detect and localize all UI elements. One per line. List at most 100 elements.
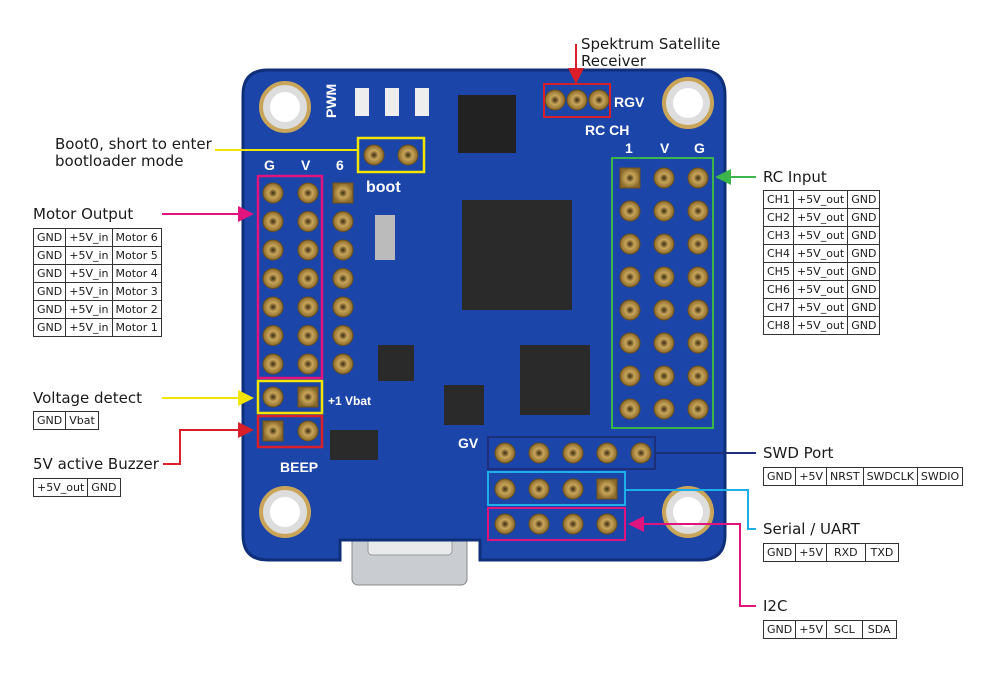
uart-line xyxy=(625,489,756,530)
cell: GND xyxy=(847,244,881,263)
header-pin xyxy=(332,182,354,204)
cell: Motor 2 xyxy=(111,300,162,319)
silk-g2: G xyxy=(694,140,705,156)
cell: +5V_in xyxy=(65,282,113,301)
cell: SWDIO xyxy=(916,467,964,486)
header-pin xyxy=(332,239,354,261)
buzzer-box xyxy=(256,414,324,449)
header-pin xyxy=(332,325,354,346)
cell: GND xyxy=(32,264,67,283)
silk-g: G xyxy=(264,157,275,173)
silk-gv: GV xyxy=(458,435,479,451)
cell: Motor 5 xyxy=(111,246,162,265)
cell: GND xyxy=(847,280,881,299)
header-pin xyxy=(619,299,641,321)
cell: GND xyxy=(32,246,67,265)
cell: GND xyxy=(32,300,67,319)
cell: GND xyxy=(87,478,121,497)
header-pin xyxy=(619,266,641,288)
header-pin xyxy=(297,268,319,289)
cell: Motor 3 xyxy=(111,282,162,301)
cell: +5V_in xyxy=(65,264,113,283)
chip xyxy=(458,95,516,153)
header-pin xyxy=(562,478,584,500)
uart-box xyxy=(487,471,626,506)
header-pin xyxy=(653,266,675,288)
cell: NRST xyxy=(825,467,864,486)
silk-rcch: RC CH xyxy=(585,122,629,138)
header-pin xyxy=(566,89,588,111)
cell: SWDCLK xyxy=(862,467,918,486)
header-pin xyxy=(687,167,709,189)
cell: +5V_out xyxy=(792,280,849,299)
cell: GND xyxy=(762,620,797,639)
i2c-box xyxy=(487,507,626,541)
silk-1: 1 xyxy=(625,140,633,156)
cell: CH2 xyxy=(763,208,794,227)
cell: GND xyxy=(847,190,881,209)
voltage-detect-title: Voltage detect xyxy=(33,389,143,407)
header-pin xyxy=(687,299,709,321)
cell: +5V_out xyxy=(792,262,849,281)
header-pin xyxy=(297,353,319,375)
header-pin xyxy=(494,442,516,464)
header-pin xyxy=(596,442,618,464)
header-pin xyxy=(653,233,675,255)
silk-v: V xyxy=(301,157,311,173)
cell: +5V_in xyxy=(65,300,113,319)
cell: +5V_out xyxy=(792,190,849,209)
header-pin xyxy=(332,296,354,318)
cell: +5V xyxy=(795,467,827,486)
cell: +5V_out xyxy=(792,244,849,263)
rc-input-title: RC Input xyxy=(763,168,827,186)
cell: +5V_in xyxy=(65,318,113,337)
cell: +5V xyxy=(795,620,827,639)
header-pin xyxy=(687,200,709,222)
usb-uart-chip xyxy=(520,345,590,415)
cell: +5V_in xyxy=(65,228,113,247)
header-pin xyxy=(262,296,284,318)
header-pin xyxy=(544,89,566,111)
header-pin xyxy=(562,442,584,464)
header-pin xyxy=(363,144,385,166)
header-pin xyxy=(619,332,641,354)
cell: GND xyxy=(847,226,881,245)
header-pin xyxy=(630,442,652,464)
i2c-arrow xyxy=(628,516,756,607)
header-pin xyxy=(297,211,319,232)
buzzer-title: 5V active Buzzer xyxy=(33,455,159,473)
header-pin xyxy=(588,89,610,111)
header-pin xyxy=(262,268,284,289)
i2c-title: I2C xyxy=(763,597,788,615)
header-pin xyxy=(619,233,641,255)
mcu-chip xyxy=(462,200,572,310)
cell: +5V xyxy=(795,543,827,562)
cell: RXD xyxy=(825,543,866,562)
header-pin xyxy=(687,266,709,288)
cell: GND xyxy=(847,208,881,227)
header-pin xyxy=(297,182,319,204)
cell: SCL xyxy=(825,620,863,639)
header-pin xyxy=(687,365,709,387)
header-pin xyxy=(494,478,516,500)
header-pin xyxy=(653,200,675,222)
header-pin xyxy=(562,513,584,535)
cell: +5V_out xyxy=(792,208,849,227)
silk-6: 6 xyxy=(336,157,344,173)
cell: GND xyxy=(32,318,67,337)
cell: GND xyxy=(762,467,797,486)
cell: GND xyxy=(32,411,67,430)
